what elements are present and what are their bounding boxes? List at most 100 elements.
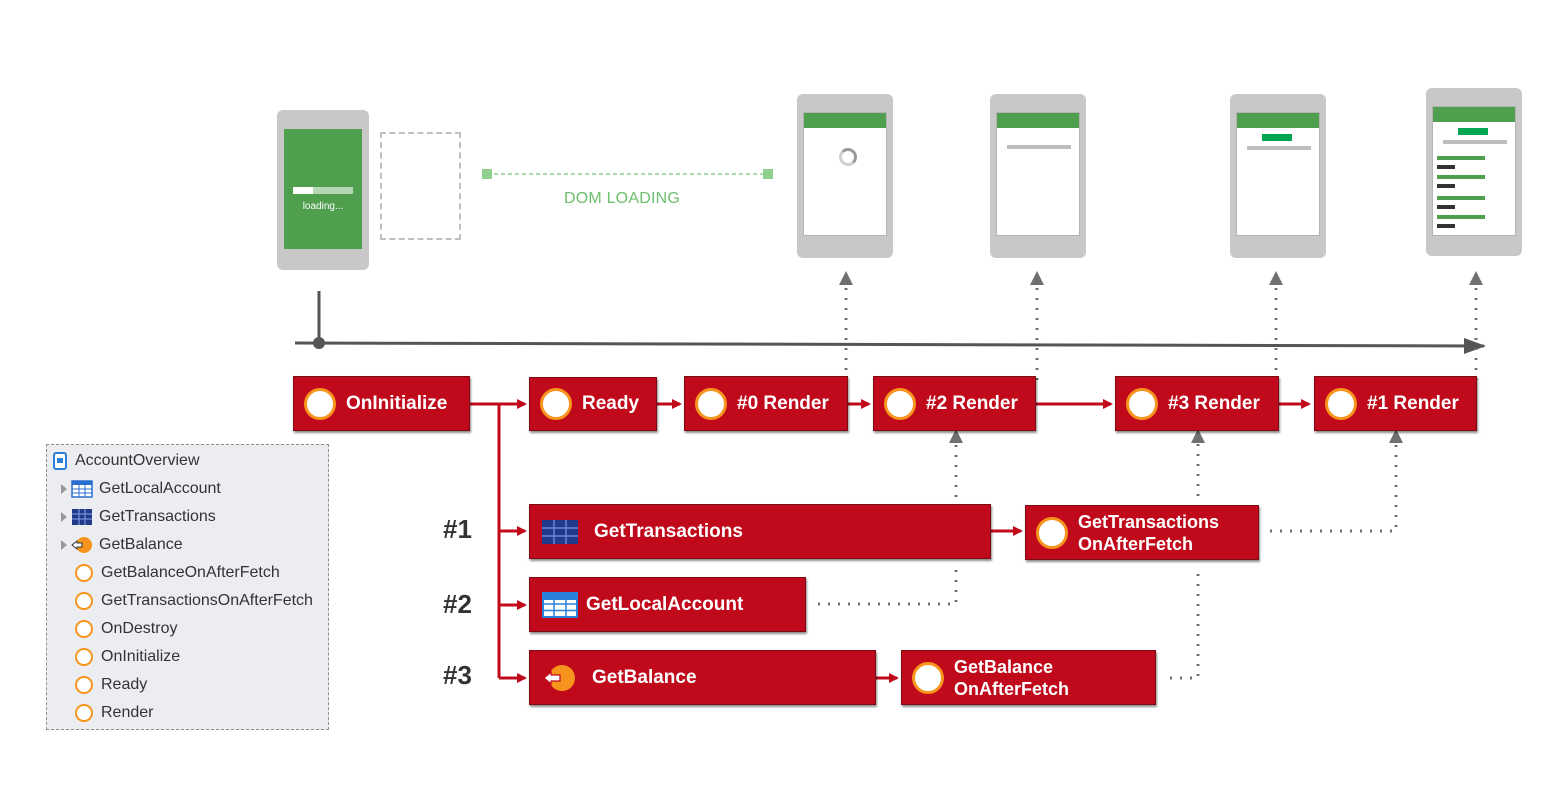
action-circle-icon (75, 564, 93, 582)
transaction-amount (1437, 224, 1455, 228)
expand-triangle-icon[interactable] (61, 540, 67, 550)
local-entity-table-icon (542, 591, 578, 618)
event-get-local-account[interactable]: GetLocalAccount (529, 577, 806, 632)
expand-triangle-icon[interactable] (61, 512, 67, 522)
tree-item-getlocalaccount[interactable]: GetLocalAccount (61, 477, 221, 501)
action-circle-icon (75, 620, 93, 638)
balance-title (1458, 128, 1488, 135)
event-circle-icon (1126, 387, 1158, 420)
screen-header (1237, 113, 1319, 128)
tree-item-label: Render (101, 704, 154, 721)
phone-render-3 (1230, 94, 1326, 258)
event-circle-icon (695, 387, 727, 420)
action-circle-icon (75, 648, 93, 666)
tree-item-ondestroy[interactable]: OnDestroy (75, 617, 177, 641)
event-oninitialize[interactable]: OnInitialize (293, 376, 470, 431)
placeholder-line (1443, 140, 1507, 144)
event-get-transactions[interactable]: GetTransactions (529, 504, 991, 559)
step-label-3: #3 (443, 660, 472, 690)
expand-triangle-icon[interactable] (61, 484, 67, 494)
dom-placeholder (380, 132, 461, 240)
loading-progress-bar (293, 187, 353, 194)
event-label: #3 Render (1168, 392, 1260, 414)
event-circle-icon (912, 661, 944, 694)
event-render-1[interactable]: #1 Render (1314, 376, 1477, 431)
transaction-bar (1437, 156, 1485, 160)
tree-item-label: GetBalance (99, 536, 183, 553)
tree-root[interactable]: AccountOverview (53, 449, 200, 473)
tree-item-label: GetBalanceOnAfterFetch (101, 564, 280, 581)
transaction-amount (1437, 205, 1455, 209)
event-label-line1: GetBalance (954, 656, 1054, 677)
aggregate-table-icon (542, 519, 578, 544)
aggregate-table-icon (72, 509, 92, 525)
event-label: #1 Render (1367, 392, 1459, 414)
event-circle-icon (1325, 387, 1357, 420)
phone-render-2 (990, 94, 1086, 258)
tree-item-getbalance[interactable]: GetBalance (61, 533, 183, 557)
tree-item-gettransactions[interactable]: GetTransactions (61, 505, 216, 529)
phone-render-1 (1426, 88, 1522, 256)
loading-screen: loading... (284, 129, 362, 249)
screen-icon (53, 452, 67, 470)
event-label-line1: GetTransactions (1078, 511, 1220, 532)
tree-item-ready[interactable]: Ready (75, 673, 147, 697)
event-circle-icon (1036, 516, 1068, 549)
tree-item-label: OnDestroy (101, 620, 178, 637)
event-get-balance[interactable]: GetBalance (529, 650, 876, 705)
action-circle-icon (75, 676, 93, 694)
event-render-2[interactable]: #2 Render (873, 376, 1036, 431)
tree-item-label: OnInitialize (101, 648, 181, 665)
step-label-1: #1 (443, 514, 472, 544)
phone-render-0 (797, 94, 893, 258)
event-label-line2: OnAfterFetch (1078, 533, 1194, 554)
tree-item-label: Ready (101, 676, 148, 693)
screen-header (804, 113, 886, 128)
event-label: GetTransactions (594, 520, 743, 542)
event-ready[interactable]: Ready (529, 377, 657, 431)
tree-item-label: GetTransactionsOnAfterFetch (101, 592, 313, 609)
screen-tree-panel: AccountOverview GetLocalAccount GetTrans… (46, 444, 329, 730)
event-get-transactions-onafterfetch[interactable]: GetTransactions OnAfterFetch (1025, 505, 1259, 560)
tree-item-getbalanceonafterfetch[interactable]: GetBalanceOnAfterFetch (75, 561, 280, 585)
transaction-bar (1437, 196, 1485, 200)
transaction-amount (1437, 165, 1455, 169)
balance-title (1262, 134, 1292, 141)
event-label: OnInitialize (346, 392, 448, 414)
event-label: #0 Render (737, 392, 829, 414)
action-circle-icon (75, 704, 93, 722)
server-action-icon (543, 664, 575, 691)
tree-root-label: AccountOverview (75, 452, 200, 469)
transaction-amount (1437, 184, 1455, 188)
event-circle-icon (884, 387, 916, 420)
tree-item-render[interactable]: Render (75, 701, 153, 725)
event-label: GetBalance (592, 666, 697, 688)
event-circle-icon (304, 387, 336, 420)
spinner-icon (839, 148, 857, 166)
event-label: GetLocalAccount (586, 593, 744, 615)
screen-header (1433, 107, 1515, 122)
event-label: #2 Render (926, 392, 1018, 414)
event-circle-icon (540, 388, 572, 420)
tree-item-label: GetLocalAccount (99, 480, 221, 497)
transaction-bar (1437, 175, 1485, 179)
step-label-2: #2 (443, 589, 472, 619)
tree-item-gettransactionsonafterfetch[interactable]: GetTransactionsOnAfterFetch (75, 589, 313, 613)
event-label: Ready (582, 393, 640, 414)
dom-loading-label: DOM LOADING (564, 190, 680, 207)
event-render-0[interactable]: #0 Render (684, 376, 848, 431)
loading-text: loading... (302, 201, 344, 212)
tree-item-oninitialize[interactable]: OnInitialize (75, 645, 180, 669)
transaction-bar (1437, 215, 1485, 219)
placeholder-line (1007, 145, 1071, 149)
tree-item-label: GetTransactions (99, 508, 216, 525)
local-entity-table-icon (71, 480, 93, 498)
event-get-balance-onafterfetch[interactable]: GetBalance OnAfterFetch (901, 650, 1156, 705)
event-label-line2: OnAfterFetch (954, 678, 1070, 699)
server-action-icon (71, 537, 92, 553)
placeholder-line (1247, 146, 1311, 150)
event-render-3[interactable]: #3 Render (1115, 376, 1279, 431)
screen-header (997, 113, 1079, 128)
phone-loading: loading... (277, 110, 369, 270)
